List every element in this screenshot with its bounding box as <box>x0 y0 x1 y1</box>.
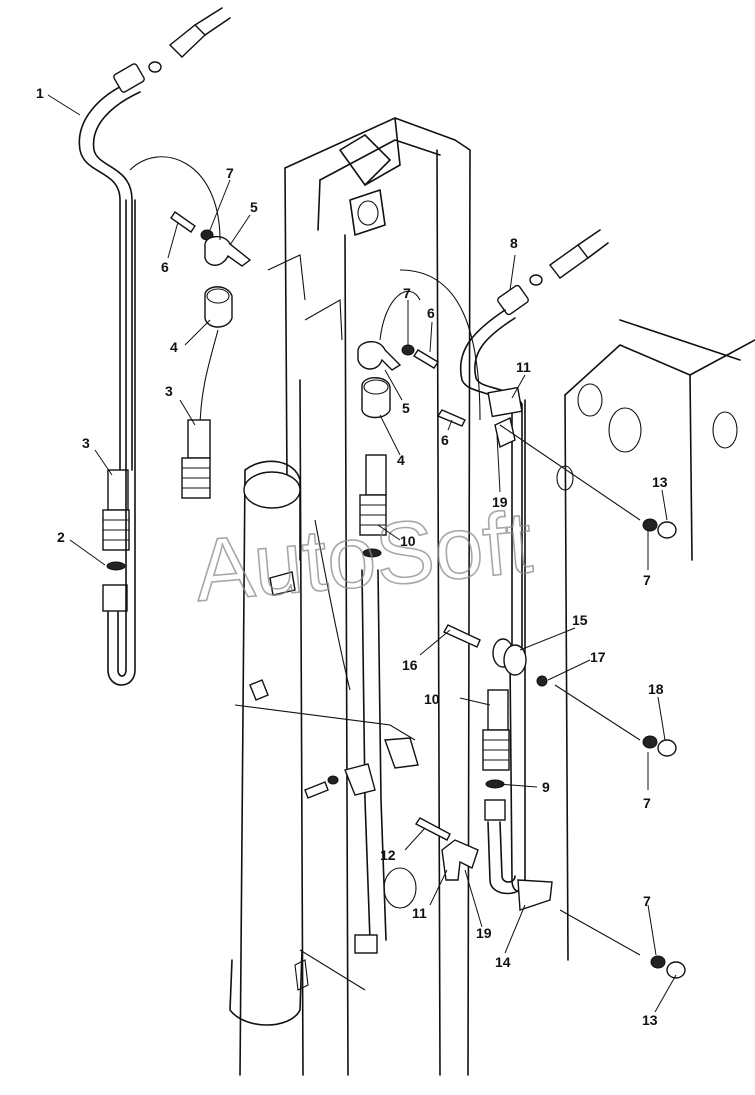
callout-label: 5 <box>402 400 410 416</box>
callout-label: 16 <box>402 657 418 673</box>
callout-label: 13 <box>642 1012 658 1028</box>
callout-label: 18 <box>648 681 664 697</box>
hose-right-assembly <box>436 229 609 895</box>
right-nuts-washers <box>499 424 686 979</box>
callout-label: 7 <box>643 893 651 909</box>
callout-label: 9 <box>542 779 550 795</box>
callout-label: 4 <box>170 339 178 355</box>
callout-label: 10 <box>424 691 440 707</box>
callout-label: 5 <box>250 199 258 215</box>
callout-label: 17 <box>590 649 606 665</box>
callout-label: 3 <box>165 383 173 399</box>
callout-label: 11 <box>516 359 531 375</box>
callout-label: 7 <box>403 285 411 301</box>
misc-fittings <box>234 571 419 991</box>
watermark-text: AutoSoft <box>191 492 536 620</box>
callout-label: 7 <box>226 165 234 181</box>
callout-label: 6 <box>427 305 435 321</box>
clamp-group-upper-left <box>129 156 252 499</box>
lift-cylinder <box>229 460 309 1076</box>
callout-label: 7 <box>643 795 651 811</box>
callout-label: 1 <box>36 85 44 101</box>
callout-label: 6 <box>441 432 449 448</box>
carriage-frame-right <box>556 319 755 961</box>
mast-left-channel <box>267 117 471 1076</box>
hose-left-assembly <box>78 7 231 686</box>
callout-label: 19 <box>476 925 492 941</box>
callout-label: 15 <box>572 612 588 628</box>
callout-label: 12 <box>380 847 396 863</box>
callout-labels: 1 2 3 3 4 4 5 5 6 6 6 7 7 7 7 7 8 9 10 1… <box>36 85 668 1028</box>
callout-label: 8 <box>510 235 518 251</box>
callout-label: 19 <box>492 494 508 510</box>
callout-label: 14 <box>495 954 511 970</box>
callout-label: 2 <box>57 529 65 545</box>
callout-label: 11 <box>412 905 427 921</box>
callout-label: 7 <box>643 572 651 588</box>
callout-label: 13 <box>652 474 668 490</box>
clamp-group-lower <box>383 817 553 911</box>
callout-label: 3 <box>82 435 90 451</box>
callout-label: 6 <box>161 259 169 275</box>
callout-leaders <box>47 94 677 1013</box>
callout-label: 4 <box>397 452 405 468</box>
callout-label: 10 <box>400 533 416 549</box>
